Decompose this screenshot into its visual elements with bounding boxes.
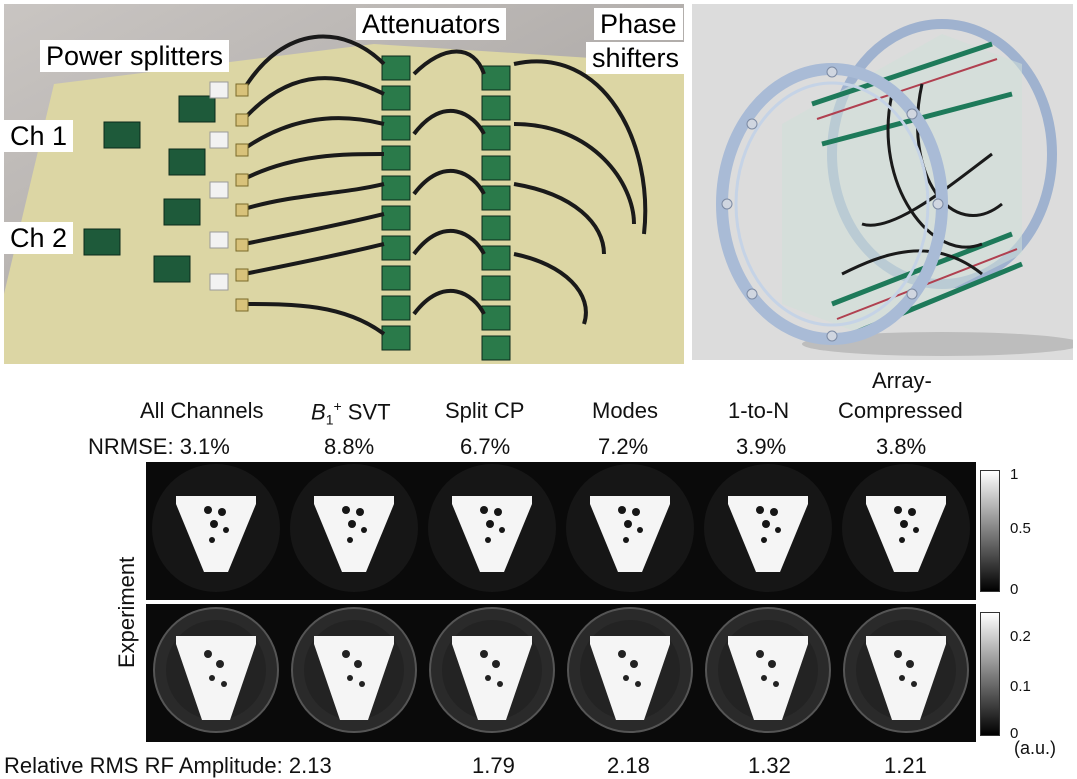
image-bottom-split-cp [429,607,555,733]
b1-symbol: B [311,399,326,425]
amplitude-prefix: Relative RMS RF Amplitude: [4,753,289,778]
colorbar-top-tick-min: 0 [1010,581,1019,598]
amplitude-all-channels: Relative RMS RF Amplitude: 2.13 [4,753,332,779]
colorbar-bottom-tick-high: 0.2 [1010,628,1031,645]
colorbar-bottom-tick-min: 0 [1010,725,1019,742]
label-ch1: Ch 1 [4,120,74,152]
label-phase-shifters-line2: shifters [586,42,684,74]
header-array-compressed-line1: Array- [872,368,932,393]
nrmse-all-channels: NRMSE: 3.1% [88,434,230,460]
nrmse-array-compressed: 3.8% [876,434,927,459]
image-top-split-cp [428,464,556,592]
image-bottom-1-to-n [705,607,831,733]
b1-subscript: 1 [325,411,334,428]
image-bottom-array-compressed [843,607,969,733]
amplitude-split-cp: 1.79 [472,753,515,778]
label-power-splitters: Power splitters [40,40,230,72]
image-bottom-all-channels [153,607,279,733]
colorbar-top-tick-mid: 0.5 [1010,520,1031,537]
image-bottom-modes [567,607,693,733]
header-1-to-n: 1-to-N [728,398,790,423]
header-all-channels: All Channels [140,398,264,423]
svt-label: SVT [347,399,391,425]
image-top-modes [566,464,694,592]
row-label-experiment: Experiment [114,556,139,668]
nrmse-value: 3.1% [179,434,230,459]
header-array-compressed-line2: Compressed [838,398,963,423]
image-top-b1-svt [290,464,418,592]
nrmse-1-to-n: 3.9% [736,434,787,459]
coil-photo [692,4,1073,360]
units-label: (a.u.) [1014,738,1057,758]
header-b1-svt: B1+ SVT [311,398,391,428]
b1-superscript: + [333,398,342,414]
label-attenuators: Attenuators [356,8,507,40]
amplitude-array-compressed: 1.21 [884,753,927,778]
bottom-row-images [153,607,969,733]
header-modes: Modes [592,398,659,423]
label-ch2: Ch 2 [4,222,74,254]
colorbar-top [980,470,1000,592]
image-top-all-channels [152,464,280,592]
nrmse-b1-svt: 8.8% [324,434,375,459]
nrmse-split-cp: 6.7% [460,434,511,459]
amplitude-1-to-n: 1.32 [748,753,791,778]
amplitude-value: 2.13 [288,753,332,778]
image-bottom-b1-svt [291,607,417,733]
experiment-row-top [146,462,976,600]
label-phase-shifters-line1: Phase [594,8,683,40]
image-top-array-compressed [842,464,970,592]
coil-photo-drawing [692,4,1073,360]
hardware-photo-drawing [4,4,684,364]
experiment-row-bottom [146,604,976,742]
colorbar-bottom [980,612,1000,736]
top-row-images [152,464,970,592]
nrmse-prefix: NRMSE: [88,434,180,459]
image-top-1-to-n [704,464,832,592]
colorbar-bottom-tick-mid: 0.1 [1010,678,1031,695]
colorbar-top-tick-max: 1 [1010,466,1019,483]
hardware-photo: Power splitters Attenuators Phase shifte… [4,4,684,364]
nrmse-modes: 7.2% [598,434,649,459]
header-split-cp: Split CP [445,398,525,423]
amplitude-modes: 2.18 [607,753,650,778]
